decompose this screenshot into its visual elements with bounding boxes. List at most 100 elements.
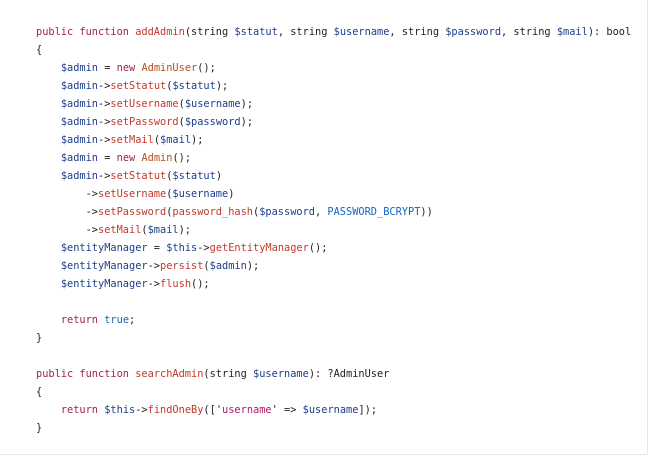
code-token: true: [104, 314, 130, 326]
code-token: flush: [160, 278, 192, 290]
code-token: setStatut: [110, 80, 167, 92]
code-token: findOneBy: [147, 404, 204, 416]
code-token: ): [215, 170, 223, 182]
code-token: (: [253, 206, 260, 218]
code-token: $password: [184, 116, 241, 128]
code-token: $entityManager: [60, 242, 148, 254]
code-token: setStatut: [110, 170, 167, 182]
code-line: ->setMail($mail);: [36, 221, 631, 239]
code-token: $password: [445, 26, 502, 38]
code-token: username: [222, 404, 272, 416]
code-token: [36, 98, 61, 110]
code-token: (: [166, 206, 173, 218]
code-token: $admin: [209, 260, 247, 272]
code-token: $admin: [60, 80, 99, 92]
code-token: $admin: [60, 170, 99, 182]
code-token: new: [116, 152, 142, 164]
code-token: [36, 404, 61, 416]
code-token: ->: [36, 224, 98, 236]
code-token: ->: [98, 98, 111, 110]
code-line: $admin = new Admin();: [36, 149, 631, 167]
code-token: ,: [315, 206, 328, 218]
code-line: $admin->setStatut($statut);: [36, 77, 631, 95]
code-token: =: [98, 152, 117, 164]
code-token: (: [153, 134, 161, 146]
code-token: {: [36, 386, 43, 398]
code-line: $admin = new AdminUser();: [36, 59, 631, 77]
code-token: ->: [98, 134, 111, 146]
code-token: );: [240, 98, 254, 110]
code-token: getEntityManager: [209, 242, 309, 254]
code-token: (: [166, 170, 173, 182]
code-token: =: [147, 242, 167, 254]
code-token: setUsername: [110, 98, 179, 110]
code-token: (: [178, 116, 185, 128]
code-token: );: [178, 224, 192, 236]
code-token: [36, 134, 61, 146]
code-token: (: [166, 80, 173, 92]
code-line: $admin->setStatut($statut): [36, 167, 631, 185]
code-token: $admin: [60, 98, 99, 110]
code-token: (: [166, 188, 173, 200]
code-token: [36, 62, 61, 74]
code-line: $admin->setPassword($password);: [36, 113, 631, 131]
code-token: [36, 116, 61, 128]
code-token: ->: [147, 260, 161, 272]
code-token: ;: [129, 314, 136, 326]
code-token: public function: [36, 26, 136, 38]
code-token: )): [420, 206, 433, 218]
code-token: setPassword: [98, 206, 167, 218]
code-token: ' =>: [271, 404, 303, 416]
code-line: $entityManager->persist($admin);: [36, 257, 631, 275]
code-line: {: [36, 383, 631, 401]
code-token: [36, 170, 61, 182]
code-token: $username: [333, 26, 390, 38]
code-token: [36, 260, 61, 272]
code-line: return true;: [36, 311, 631, 329]
code-token: $statut: [172, 80, 216, 92]
code-token: $username: [172, 188, 229, 200]
code-token: return: [60, 404, 105, 416]
code-token: ->: [36, 206, 98, 218]
code-token: new: [116, 62, 142, 74]
code-token: $mail: [160, 134, 192, 146]
code-token: setPassword: [110, 116, 179, 128]
code-token: ->: [197, 242, 210, 254]
code-token: addAdmin: [135, 26, 185, 38]
code-token: setUsername: [98, 188, 167, 200]
code-line: ->setPassword(password_hash($password, P…: [36, 203, 631, 221]
code-token: PASSWORD_BCRYPT: [327, 206, 421, 218]
code-token: ();: [191, 278, 210, 290]
code-token: ();: [197, 62, 216, 74]
code-token: );: [246, 260, 260, 272]
code-line: return $this->findOneBy(['username' => $…: [36, 401, 631, 419]
code-token: $this: [104, 404, 136, 416]
code-token: ): bool: [587, 26, 632, 38]
code-token: }: [36, 422, 43, 434]
code-token: $username: [253, 368, 309, 380]
code-token: ();: [308, 242, 328, 254]
code-token: $admin: [60, 116, 99, 128]
code-token: , string: [389, 26, 446, 38]
code-token: searchAdmin: [135, 368, 204, 380]
code-token: $admin: [60, 152, 99, 164]
code-token: public function: [36, 368, 136, 380]
code-token: $username: [184, 98, 241, 110]
code-token: $entityManager: [60, 260, 148, 272]
code-token: }: [36, 332, 43, 344]
code-line: public function addAdmin(string $statut,…: [36, 23, 631, 41]
code-token: ->: [98, 116, 111, 128]
code-token: (string: [184, 26, 235, 38]
code-line: {: [36, 41, 631, 59]
code-line: ->setUsername($username): [36, 185, 631, 203]
code-token: ]);: [358, 404, 378, 416]
code-token: );: [215, 80, 229, 92]
code-token: );: [240, 116, 254, 128]
code-token: [36, 242, 61, 254]
code-block: public function addAdmin(string $statut,…: [36, 23, 631, 437]
code-token: $admin: [60, 62, 99, 74]
code-token: $password: [259, 206, 315, 218]
code-token: [36, 152, 61, 164]
code-token: ->: [135, 404, 148, 416]
code-token: (string: [203, 368, 254, 380]
